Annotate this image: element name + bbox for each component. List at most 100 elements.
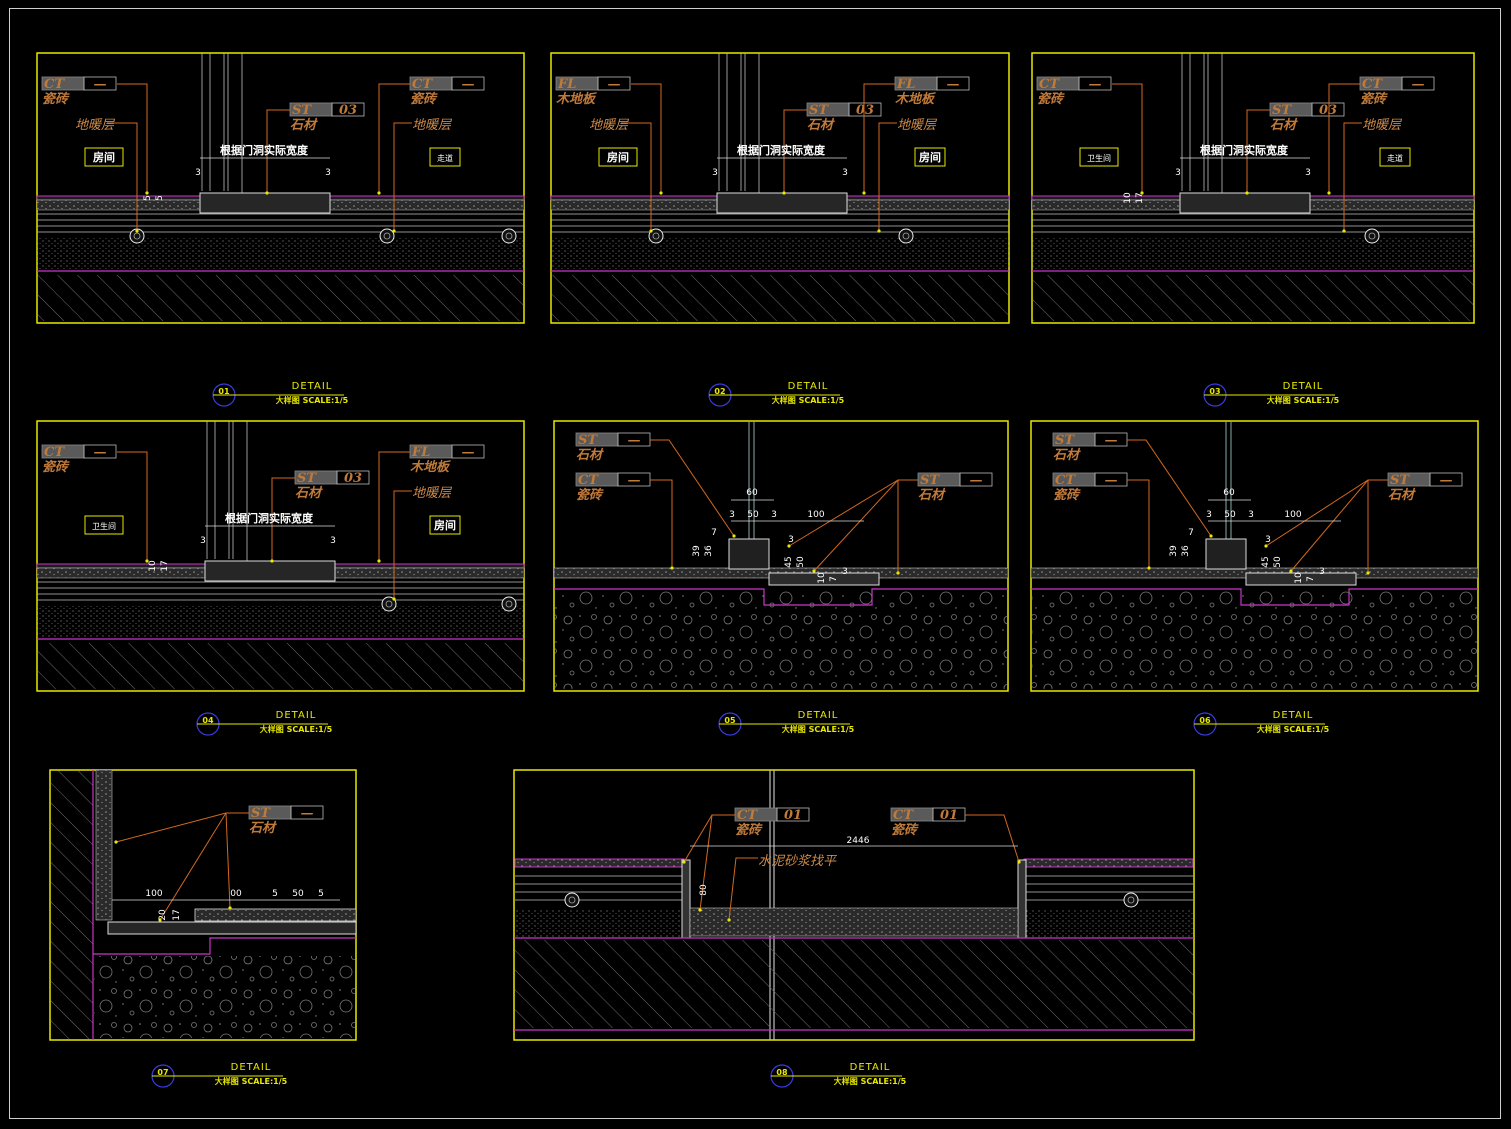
dimension-text: 5 [272, 889, 278, 899]
detail-title: DETAIL [788, 381, 829, 392]
detail-number: 02 [714, 387, 725, 396]
material-code: ST [297, 471, 317, 486]
material-number-box [336, 470, 370, 485]
material-name: 瓷砖 [1037, 91, 1065, 107]
room-label: 走道 [437, 153, 453, 163]
dimension-text: 45 [784, 556, 794, 567]
room-label-box [84, 147, 124, 167]
leader-line [1265, 479, 1369, 547]
leader-line [621, 122, 652, 231]
detail-frame [513, 769, 1195, 1041]
material-code: FL [896, 77, 915, 92]
leader-dot [698, 908, 702, 912]
dimension-text: 3 [330, 536, 336, 546]
slab-fill [551, 238, 1009, 270]
dimension-text: 3 [195, 168, 201, 178]
leader-line [863, 83, 895, 193]
leader-line [650, 479, 673, 568]
leader-dot [1017, 860, 1021, 864]
material-number: — [947, 77, 960, 92]
material-code: CT [737, 808, 758, 823]
leader-dot [392, 229, 396, 233]
dimension-text: 100 [1284, 510, 1301, 520]
heating-pipe [1123, 892, 1139, 908]
room-label-box [914, 147, 946, 167]
layer-note: 地暖层 [897, 118, 938, 133]
detail-scale: 大样图 SCALE:1/5 [1257, 724, 1330, 734]
leader-dot [1366, 571, 1370, 575]
material-code: ST [1272, 103, 1292, 118]
heating-pipe [501, 596, 517, 612]
slab-fill [37, 606, 524, 638]
material-name: 石材 [1053, 447, 1081, 463]
material-code: ST [920, 473, 940, 488]
dimension-text: 5 [318, 889, 324, 899]
detail-number: 03 [1209, 387, 1220, 396]
material-name: 瓷砖 [891, 822, 919, 838]
material-number-box [290, 805, 324, 820]
heating-pipe-core [505, 600, 513, 608]
leader-line [783, 109, 807, 193]
material-name: 石材 [295, 485, 323, 501]
material-number-box [83, 444, 117, 459]
room-label: 走道 [1387, 153, 1403, 163]
dimension-text: 17 [160, 560, 170, 571]
layer-note: 地暖层 [75, 118, 116, 133]
leader-line [159, 812, 227, 921]
dimension-text: 3 [842, 168, 848, 178]
detail-frame [36, 420, 525, 692]
room-label-box [429, 147, 461, 167]
raised-stone [194, 908, 357, 922]
material-number: — [970, 473, 983, 488]
material-number-box [1078, 76, 1112, 91]
leader-line [393, 490, 412, 599]
dimension-text: 10 [1294, 572, 1304, 584]
leader-line [378, 83, 410, 193]
leader-line [1246, 109, 1270, 193]
dimension-text: 3 [325, 168, 331, 178]
detail-scale: 大样图 SCALE:1/5 [782, 724, 855, 734]
dimension-text: 50 [1224, 510, 1236, 520]
leader-line [650, 439, 735, 537]
leader-line [699, 814, 713, 911]
leader-dot [1147, 566, 1151, 570]
material-code: FL [557, 77, 576, 92]
material-name: 瓷砖 [42, 91, 70, 107]
detail-frame [550, 52, 1010, 324]
leader-dot [1140, 191, 1144, 195]
material-name: 石材 [1388, 487, 1416, 503]
material-number-box [83, 76, 117, 91]
dimension-text: 3 [771, 510, 777, 520]
material-code: CT [44, 77, 65, 92]
heating-pipe [648, 228, 664, 244]
material-number: — [462, 445, 475, 460]
leader-line [107, 122, 138, 231]
material-number: — [1105, 473, 1118, 488]
material-code: ST [578, 433, 598, 448]
leader-dot [732, 534, 736, 538]
layer-note: 地暖层 [589, 118, 630, 133]
stone-slab [107, 921, 357, 935]
heating-pipe [1364, 228, 1380, 244]
material-number: 01 [784, 808, 802, 823]
leader-line [1328, 83, 1360, 193]
dimension-text: 3 [1248, 510, 1254, 520]
material-number: — [628, 433, 641, 448]
material-number: — [94, 445, 107, 460]
leader-line [788, 479, 899, 547]
dimension-text: 36 [1181, 545, 1191, 557]
material-number-box [936, 76, 970, 91]
heating-pipe [381, 596, 397, 612]
material-code: ST [292, 103, 312, 118]
detail-title: DETAIL [798, 710, 839, 721]
material-number-box [1401, 76, 1435, 91]
dimension-text: 3 [729, 510, 735, 520]
detail-scale: 大样图 SCALE:1/5 [772, 395, 845, 405]
detail-frame [36, 52, 525, 324]
material-name: 石材 [576, 447, 604, 463]
